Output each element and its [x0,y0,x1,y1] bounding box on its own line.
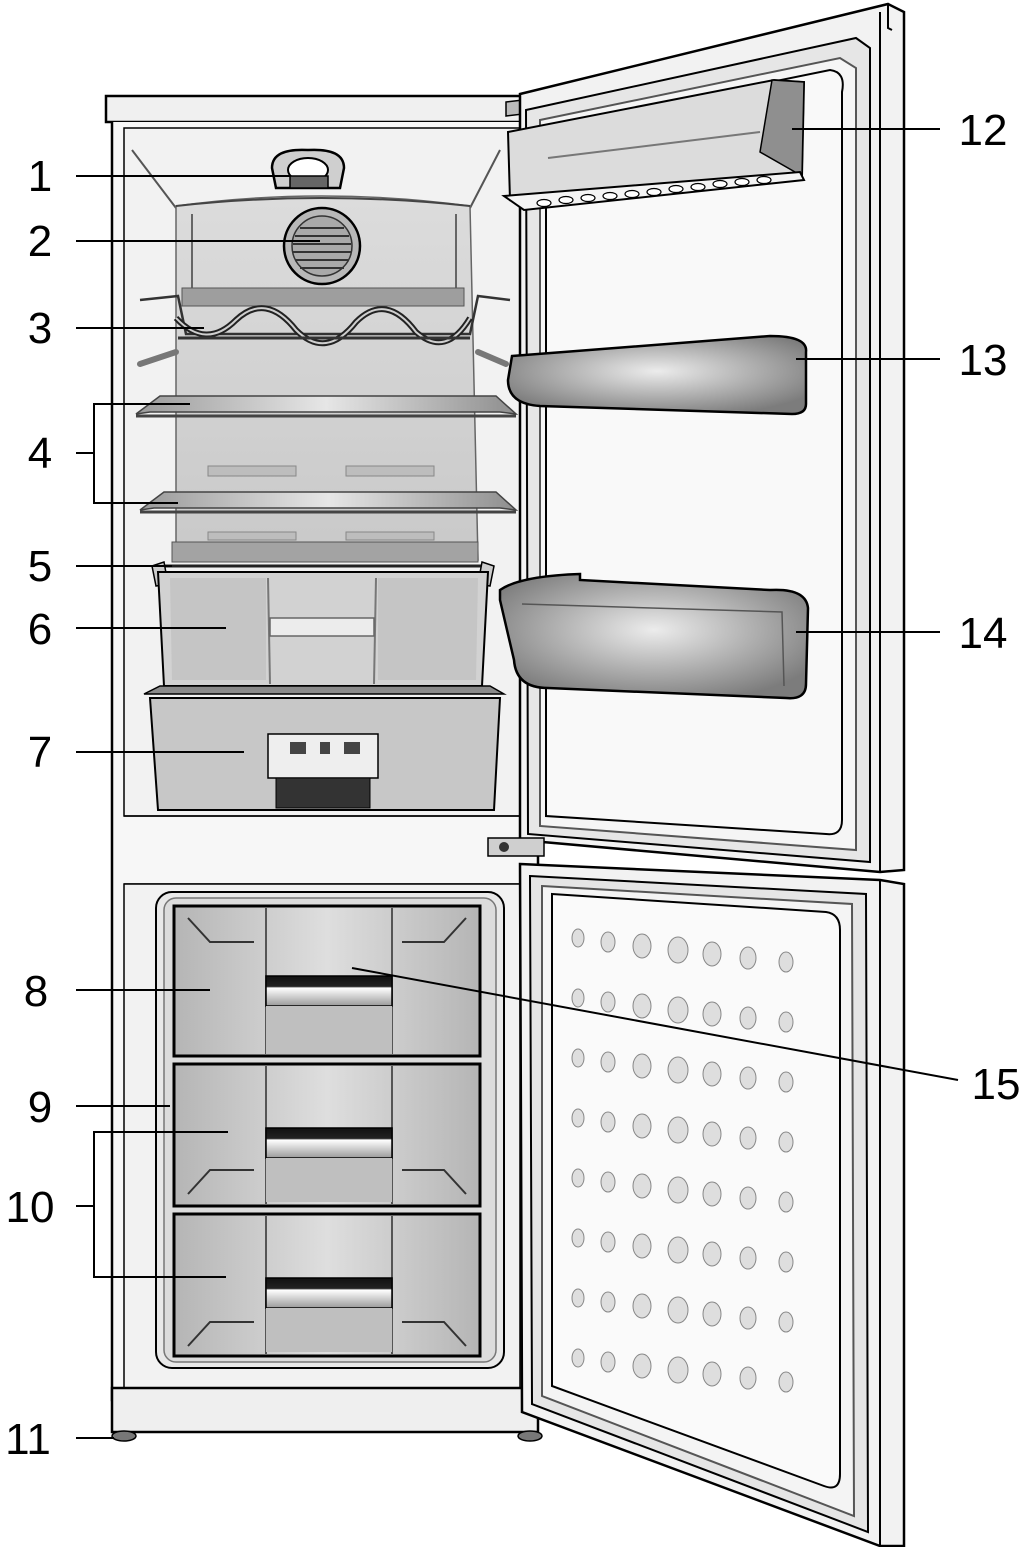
callout-7: 7 [28,728,52,777]
bottle-rack [139,287,511,347]
drawer-handle [265,975,393,1007]
callout-9: 9 [28,1083,52,1132]
callout-14: 14 [959,609,1008,658]
dimple [667,1056,689,1084]
dimple [667,1356,689,1384]
dimple [702,1061,722,1087]
dimple [632,933,652,959]
dimple [571,928,585,948]
dimple [739,1126,757,1150]
freezer-door [518,862,906,1547]
interior-back-wall [131,149,501,209]
dimple [571,1108,585,1128]
dimple [571,1348,585,1368]
dimple [600,1051,616,1073]
dimple [702,1001,722,1027]
dimple [667,1296,689,1324]
dimple [739,1006,757,1030]
dimple [667,1176,689,1204]
callout-3: 3 [28,304,52,353]
bracket-10 [93,1131,228,1278]
callout-11: 11 [5,1415,51,1464]
dimple [667,936,689,964]
dimple [778,1311,794,1333]
callout-numbers: 1 2 3 4 5 6 7 8 9 10 11 12 13 14 15 [5,106,1020,1464]
dimple [600,1291,616,1313]
callout-5: 5 [28,542,52,591]
dimple [702,1301,722,1327]
right-foot [517,1430,543,1442]
fan-icon [282,206,362,286]
callout-8: 8 [24,967,48,1016]
dimple [702,1121,722,1147]
dimple [600,1171,616,1193]
dimple [571,1048,585,1068]
crisper-cover [151,541,495,587]
freezer-drawer-3 [172,1212,482,1358]
callout-leaders [76,128,959,1439]
dimple [632,1233,652,1259]
dimple [600,931,616,953]
dimple [667,1116,689,1144]
freezer-drawer-2 [172,1062,482,1208]
dimple [778,1251,794,1273]
dimple [702,1241,722,1267]
light-icon [270,148,346,190]
dimple [632,1173,652,1199]
dimple [702,941,722,967]
leader-15 [351,967,959,1081]
callout-2: 2 [28,217,52,266]
left-foot [111,1430,137,1442]
door-shelf [506,334,808,416]
dimple [571,1168,585,1188]
callout-15: 15 [972,1060,1021,1109]
dimple [632,1353,652,1379]
dimple [778,1071,794,1093]
dimple [667,1236,689,1264]
dimple [600,1111,616,1133]
dimple [632,1113,652,1139]
bracket-4 [93,403,190,504]
callout-13: 13 [959,336,1008,385]
dimple [632,993,652,1019]
dimple [702,1181,722,1207]
dimple [632,1053,652,1079]
callout-12: 12 [959,106,1008,155]
dimple [667,996,689,1024]
dimple [739,1066,757,1090]
dimple [778,1191,794,1213]
callout-4: 4 [28,429,52,478]
dimple [739,1186,757,1210]
dimple [702,1361,722,1387]
dimple [739,1306,757,1330]
dimple [571,988,585,1008]
dimple [600,991,616,1013]
freezer-drawer-1 [172,904,482,1058]
dimple [778,1011,794,1033]
chill-drawer [143,685,507,811]
dimple [778,951,794,973]
dimple [600,1351,616,1373]
callout-1: 1 [28,152,52,201]
dimple [571,1228,585,1248]
glass-shelf-upper [135,395,519,477]
dimple [632,1293,652,1319]
callout-6: 6 [28,605,52,654]
callout-10: 10 [6,1183,55,1232]
freezer-door-dimples [571,928,794,1393]
dimple [600,1231,616,1253]
shelf-runners [137,349,509,367]
glass-shelf-lower [139,491,519,541]
door-bottle-shelf [498,572,810,700]
dimple [778,1371,794,1393]
door-top-compartment [501,78,806,212]
dimple [739,1366,757,1390]
dimple [739,946,757,970]
dimple [739,1246,757,1270]
dimple [571,1288,585,1308]
dimple [778,1131,794,1153]
